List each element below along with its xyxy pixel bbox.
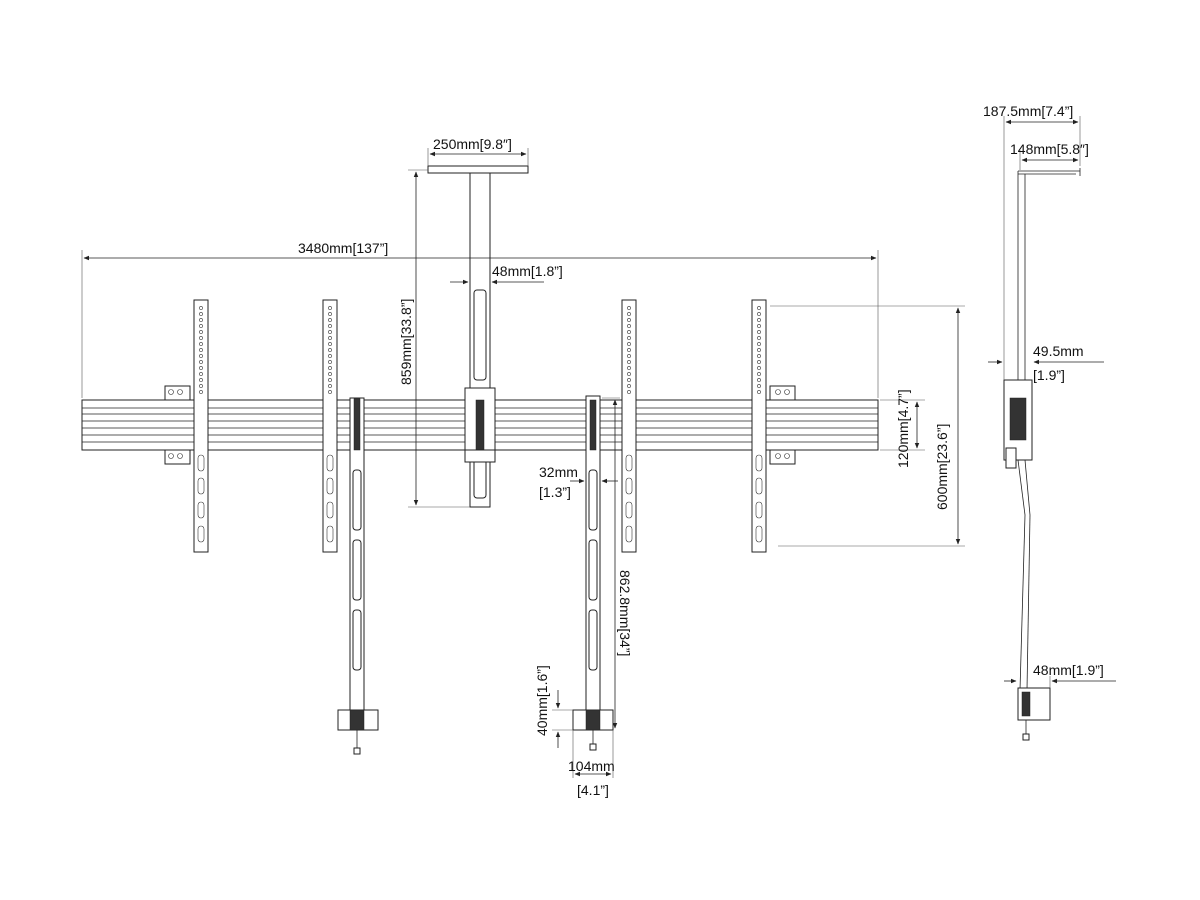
dim-pole-length: 859mm[33.8”] — [398, 299, 414, 385]
floor-leg-left — [337, 397, 379, 755]
dim-bracket-height: 600mm[23.6”] — [934, 424, 950, 510]
dim-total-width: 3480mm[137”] — [298, 240, 388, 256]
dim-rail-height: 120mm[4.7”] — [895, 389, 911, 468]
dim-side-depth-in: [1.9”] — [1033, 367, 1065, 383]
dim-pole-width: 48mm[1.8”] — [492, 263, 563, 279]
dim-side-top-width: 187.5mm[7.4”] — [983, 103, 1073, 119]
screen-brackets — [193, 299, 767, 553]
floor-leg-right — [572, 395, 614, 751]
dim-side-plate-width: 148mm[5.8″] — [1010, 141, 1089, 157]
dim-side-foot-width: 48mm[1.9”] — [1033, 662, 1104, 678]
dim-foot-height: 40mm[1.6”] — [534, 665, 550, 736]
screen-bracket — [621, 299, 637, 553]
side-view: 187.5mm[7.4”] 148mm[5.8″] 49.5mm [1.9”] … — [983, 103, 1116, 741]
screen-bracket — [322, 299, 338, 553]
dim-side-depth-mm: 49.5mm — [1033, 343, 1084, 359]
screen-bracket — [751, 299, 767, 553]
dim-leg-width-in: [1.3”] — [539, 484, 571, 500]
screen-bracket — [193, 299, 209, 553]
dim-foot-width-in: [4.1”] — [577, 782, 609, 798]
end-clamp-right — [769, 385, 796, 465]
dim-leg-width-mm: 32mm — [539, 464, 578, 480]
dim-foot-width-mm: 104mm — [568, 758, 615, 774]
dim-leg-length: 862.8mm[34”] — [617, 570, 633, 656]
end-clamp-left — [164, 385, 191, 465]
ceiling-plate — [427, 165, 529, 174]
dim-ceiling-plate: 250mm[9.8″] — [433, 136, 512, 152]
front-view: 3480mm[137”] 250mm[9.8″] 48mm[1.8”] 859m… — [81, 136, 965, 798]
